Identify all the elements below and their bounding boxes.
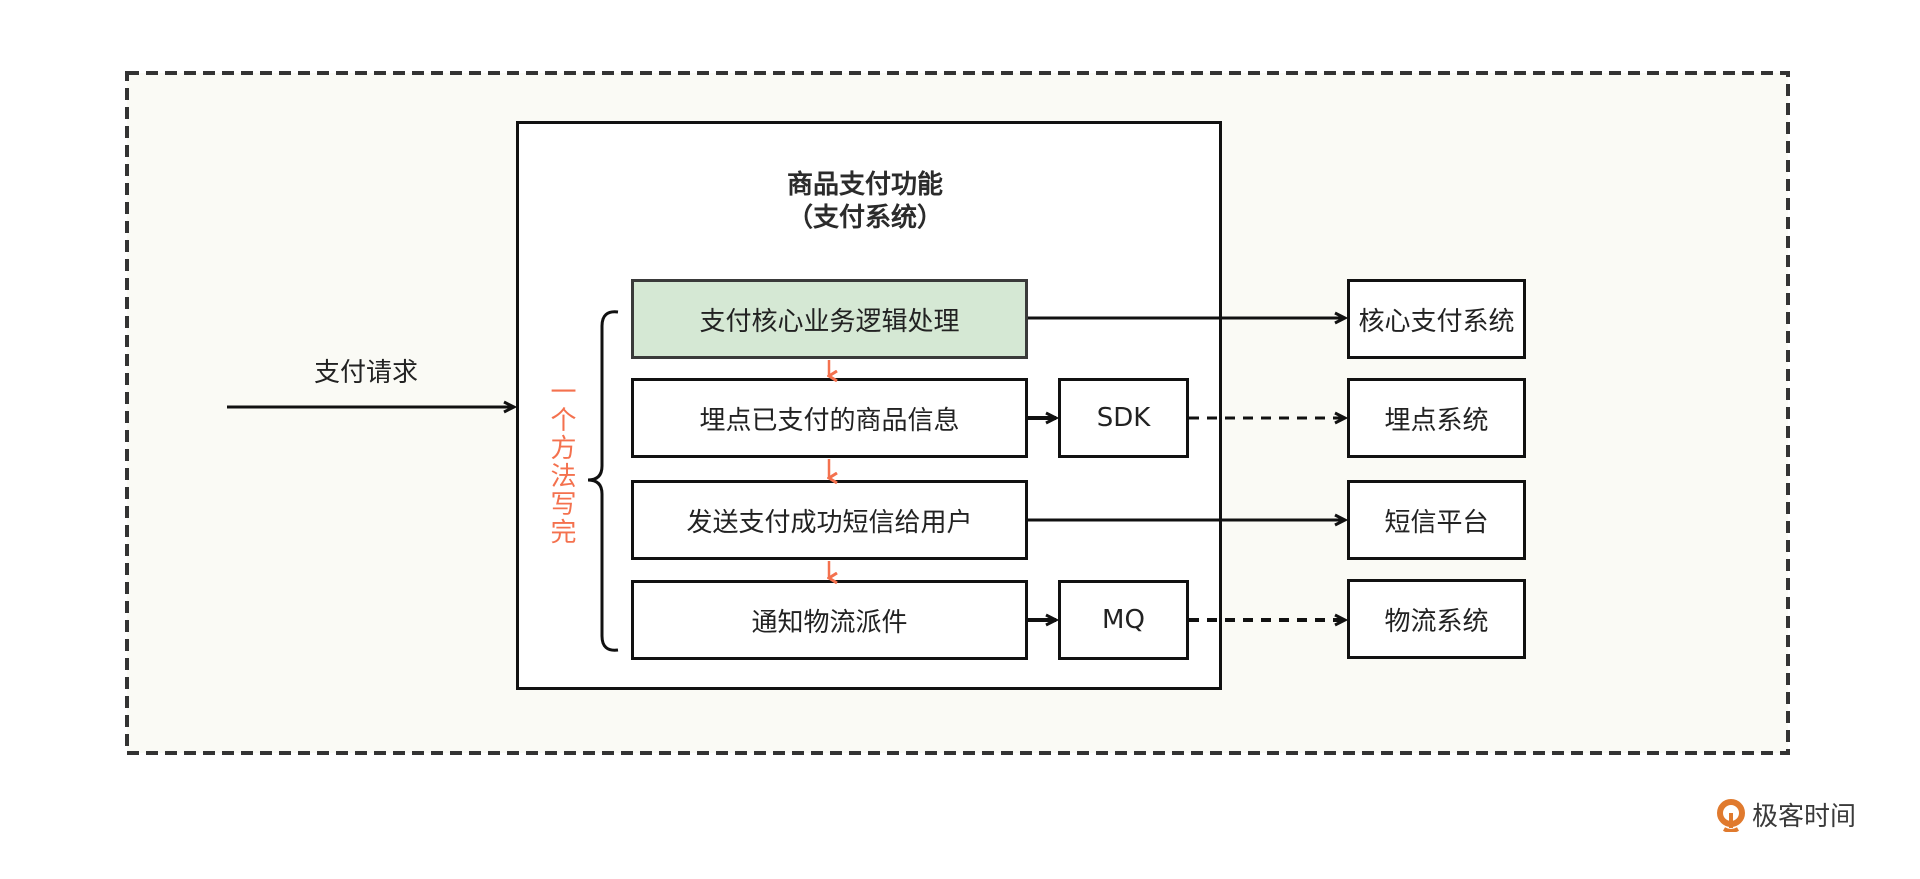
system-label: 核心支付系统 bbox=[1358, 306, 1515, 337]
tracking-system: 埋点系统 bbox=[1347, 378, 1526, 458]
step-tracking: 埋点已支付的商品信息 bbox=[631, 378, 1028, 458]
sms-platform: 短信平台 bbox=[1347, 480, 1526, 560]
system-label: 物流系统 bbox=[1384, 606, 1489, 637]
middleware-label: MQ bbox=[1102, 605, 1145, 635]
geektime-logo-icon bbox=[1717, 798, 1745, 832]
step-label: 埋点已支付的商品信息 bbox=[699, 405, 960, 436]
logistics-system: 物流系统 bbox=[1347, 579, 1526, 659]
mq-box: MQ bbox=[1058, 580, 1189, 660]
request-label: 支付请求 bbox=[314, 358, 419, 388]
step-sms: 发送支付成功短信给用户 bbox=[631, 480, 1028, 560]
watermark-brand: 极客时间 bbox=[1752, 802, 1857, 832]
middleware-label: SDK bbox=[1096, 403, 1151, 433]
container-subtitle: （支付系统） bbox=[786, 203, 943, 233]
system-label: 短信平台 bbox=[1384, 507, 1489, 538]
sdk-box: SDK bbox=[1058, 378, 1189, 458]
brace-note: 一个方法写完 bbox=[546, 378, 576, 546]
step-logistics: 通知物流派件 bbox=[631, 580, 1028, 660]
step-core-payment: 支付核心业务逻辑处理 bbox=[631, 279, 1028, 359]
container-title: 商品支付功能 bbox=[786, 170, 943, 200]
outer-dashed-boundary bbox=[125, 71, 1790, 755]
watermark-logo: 极客时间 bbox=[1716, 796, 1856, 833]
step-label: 通知物流派件 bbox=[751, 607, 908, 638]
step-label: 支付核心业务逻辑处理 bbox=[699, 306, 960, 337]
system-label: 埋点系统 bbox=[1384, 405, 1489, 436]
core-payment-system: 核心支付系统 bbox=[1347, 279, 1526, 359]
step-label: 发送支付成功短信给用户 bbox=[686, 507, 973, 538]
